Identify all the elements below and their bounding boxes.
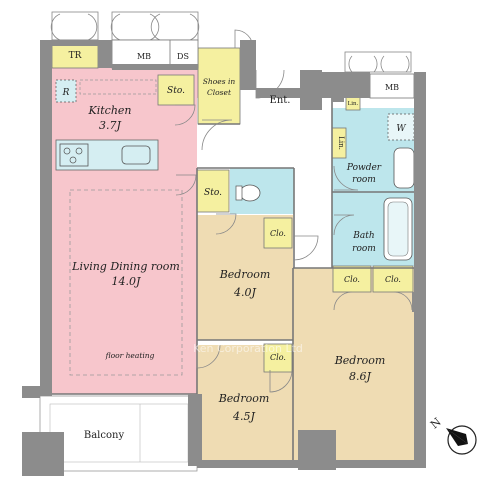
bedroom-b-closet-label: Clo. [270,353,286,362]
kitchen-size: 3.7J [99,119,121,132]
closet-2 [372,265,414,293]
cooktop [59,143,89,167]
shoes-closet-line1: Shoes in [203,77,236,86]
ldk-name: Living Dining room [71,260,180,273]
door-swing [333,165,359,191]
closet-1 [332,265,372,293]
bedroom-a-size: 4.0J [233,286,256,299]
door-swing [269,369,293,393]
entrance-label: Ent. [270,95,291,106]
mb-top-label: MB [137,52,151,61]
door-swing [196,344,221,369]
bedroom-a-closet-label: Clo. [270,229,286,238]
fixtures [55,79,415,376]
bedroom-c-name: Bedroom [334,354,386,367]
shoes-closet [197,47,241,125]
bedroom-a-closet [263,217,293,249]
window-frames [50,11,412,73]
washer-label: W [396,124,406,134]
door-swing [201,119,233,151]
upper-cabinet [79,79,157,95]
balcony-label: Balcony [84,430,125,441]
toilet-bowl [239,184,261,202]
floor-heating-label: floor heating [105,351,155,360]
compass-north-label: N [428,415,444,431]
kitchen-counter [55,139,159,171]
ldk-size: 14.0J [112,275,141,288]
bathroom-line2: room [352,244,376,254]
refrigerator-space [55,79,77,103]
door-swing [393,291,413,311]
kitchen-name: Kitchen [88,104,132,117]
powder-room-line2: room [352,175,376,185]
door-swing [333,214,355,236]
tr-label: TR [69,51,82,61]
door-swing [215,213,237,235]
door-swing [174,104,196,126]
burner-icon [69,156,77,164]
bedroom-c-size: 8.6J [349,370,371,383]
interior-walls [52,98,416,465]
storage-blocks [51,39,414,373]
closet-1-label: Clo. [344,275,360,284]
kitchen-sink [121,145,151,165]
bedroom-b-closet [263,343,293,373]
kitchen-storage-label: Sto. [167,86,185,96]
labels: TR MB DS MB R Sto. Kitchen 3.7J Shoes in… [62,51,407,441]
toilet-tank [235,185,243,201]
outer-walls [22,40,426,476]
mb-right-label: MB [385,83,399,92]
shoes-closet-line2: Closet [207,88,232,97]
door-swing [293,235,319,261]
balcony-area [39,395,198,472]
burner-icon [63,147,71,155]
door-swing [333,291,353,311]
hall-storage-label: Sto. [204,188,222,198]
bedroom-b-size: 4.5J [232,410,255,423]
bathtub-inner [387,201,409,257]
burner-icon [75,147,83,155]
ds-label: DS [177,52,189,61]
hall-storage [196,169,230,213]
bathroom-line1: Bath [352,231,374,241]
powder-room-line1: Powder [346,163,382,173]
bedroom-b-name: Bedroom [218,392,270,405]
powder-vanity [393,147,415,189]
refrigerator-label: R [62,88,70,98]
door-swing [175,174,197,196]
north-arrow-icon [446,428,468,446]
closet-2-label: Clo. [385,275,401,284]
compass: N [428,415,477,455]
linen-small-label: Lin. [348,101,359,107]
kitchen-storage [157,74,195,106]
floor-heating-zone [69,189,183,376]
balcony-floor [39,395,198,472]
linen-tall-label: Lin. [337,136,345,150]
bedroom-a-name: Bedroom [219,268,271,281]
washer-space [387,113,415,141]
watermark: Ken Corporation Ltd [193,342,303,355]
